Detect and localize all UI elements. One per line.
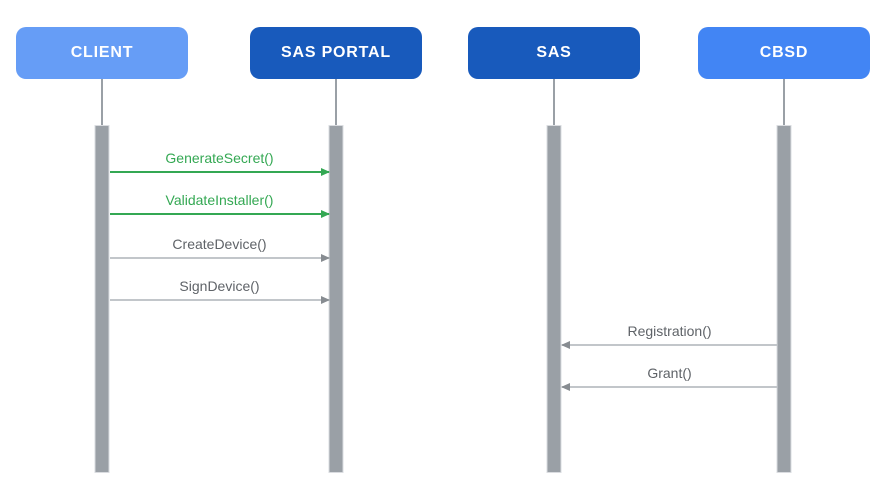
message-line [562,344,777,346]
arrowhead-icon [321,168,330,176]
arrowhead-icon [321,296,330,304]
message-line [562,386,777,388]
arrowhead-icon [561,341,570,349]
actor-sas-portal: SAS PORTAL [250,27,422,473]
activation-bar-sas [546,125,562,473]
lifeline-sas [553,79,555,125]
message-line [110,299,329,301]
message-line [110,171,329,173]
message-registration-label: Registration() [627,323,712,339]
actor-sas-portal-label: SAS PORTAL [281,44,391,61]
actor-sas: SAS [468,27,640,473]
lifeline-sas-portal [335,79,337,125]
message-line [110,213,329,215]
message-generate-secret-label: GenerateSecret() [165,150,274,166]
actor-sas-box: SAS [468,27,640,79]
message-line [110,257,329,259]
actor-client-box: CLIENT [16,27,188,79]
actor-sas-portal-box: SAS PORTAL [250,27,422,79]
actor-cbsd-label: CBSD [759,44,809,61]
arrowhead-icon [321,210,330,218]
message-create-device-label: CreateDevice() [172,236,267,252]
actor-cbsd-box: CBSD [698,27,870,79]
lifeline-client [101,79,103,125]
message-sign-device-label: SignDevice() [179,278,260,294]
arrowhead-icon [561,383,570,391]
activation-bar-sas-portal [328,125,344,473]
lifeline-cbsd [783,79,785,125]
actor-cbsd: CBSD [698,27,870,473]
actor-sas-label: SAS [536,44,572,61]
activation-bar-client [94,125,110,473]
activation-bar-cbsd [776,125,792,473]
message-grant-label: Grant() [647,365,692,381]
message-validate-installer-label: ValidateInstaller() [165,192,274,208]
actor-client-label: CLIENT [70,44,134,61]
actor-client: CLIENT [16,27,188,473]
arrowhead-icon [321,254,330,262]
